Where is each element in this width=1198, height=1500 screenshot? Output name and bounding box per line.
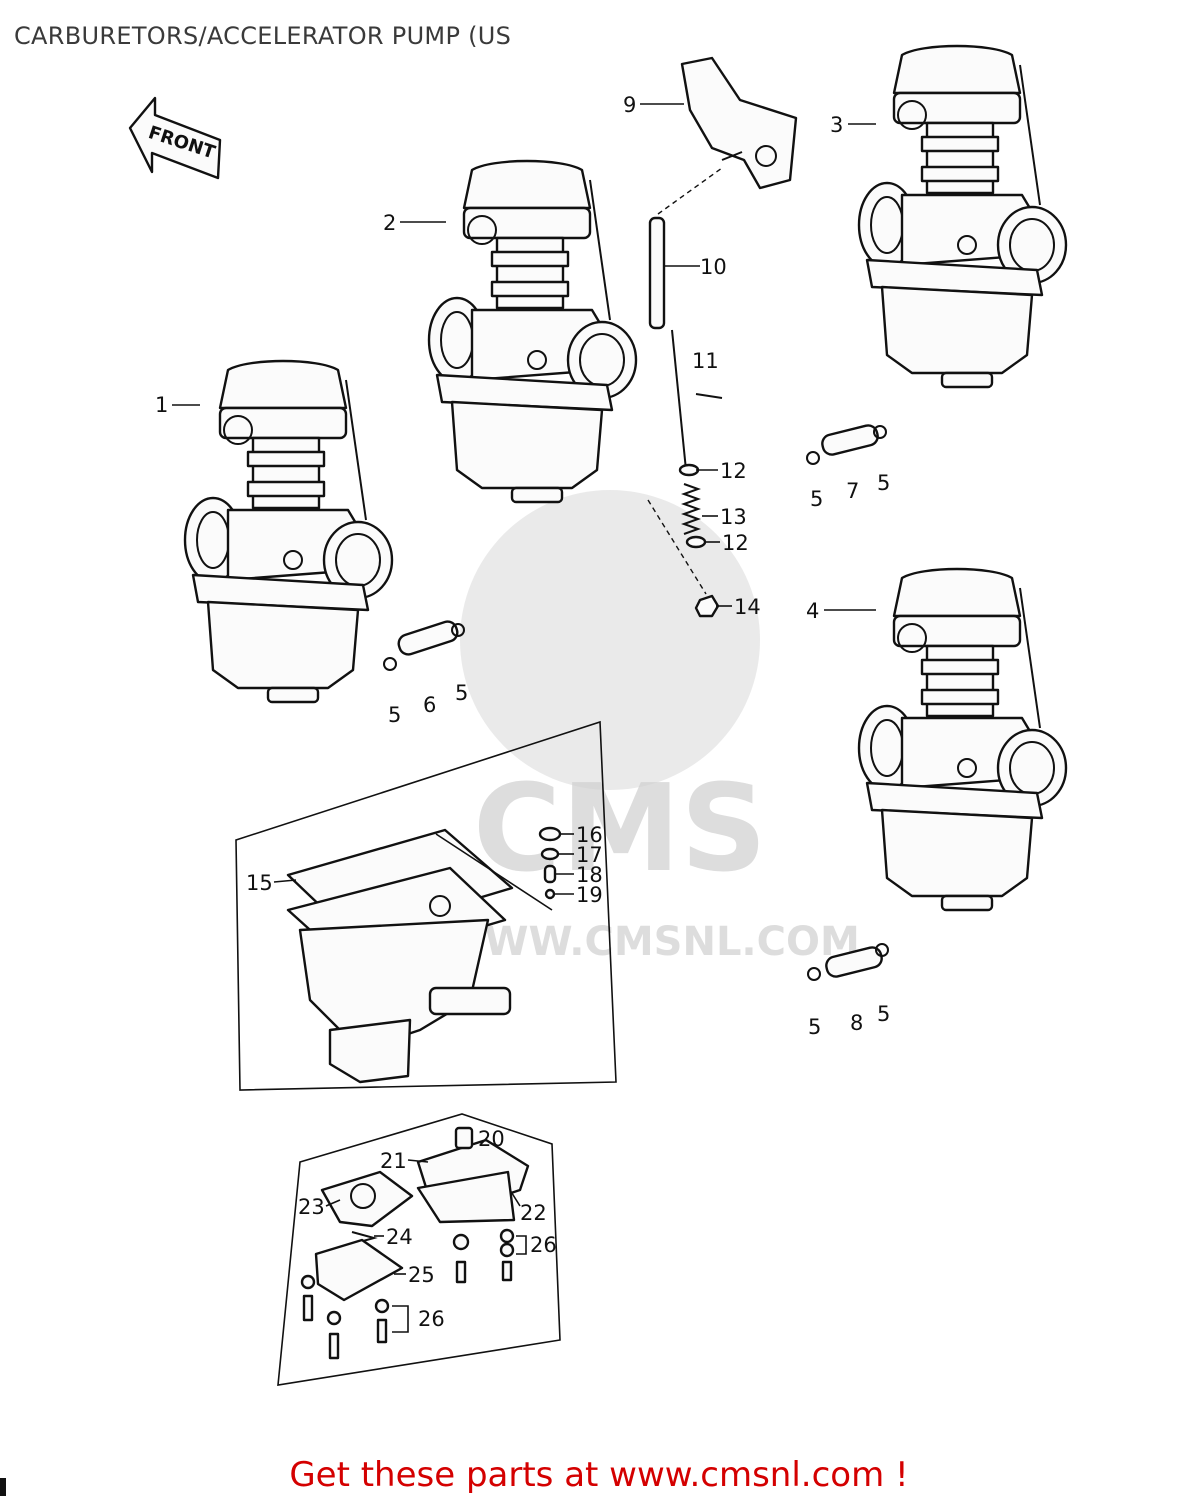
pump-rod-10 — [648, 167, 723, 471]
callout-4: 4 — [806, 599, 819, 623]
watermark-logo: CMS — [473, 760, 767, 899]
carburetor-1 — [183, 359, 394, 704]
nut-14 — [647, 499, 720, 618]
leader-lines — [172, 103, 876, 1333]
callout-16: 16 — [576, 823, 603, 847]
callout-5-c: 5 — [810, 487, 823, 511]
callout-22: 22 — [520, 1201, 547, 1225]
callout-13: 13 — [720, 505, 747, 529]
float-bowl-detail-box — [235, 720, 617, 1091]
accelerator-pump-detail-box — [277, 1113, 561, 1386]
carburetor-4 — [857, 567, 1068, 912]
callout-25: 25 — [408, 1263, 435, 1287]
callout-26-b: 26 — [418, 1307, 445, 1331]
callout-8: 8 — [850, 1011, 863, 1035]
callout-19: 19 — [576, 883, 603, 907]
front-arrow-sign: FRONT — [128, 96, 222, 180]
callout-9: 9 — [623, 93, 636, 117]
callout-12-a: 12 — [720, 459, 747, 483]
callout-17: 17 — [576, 843, 603, 867]
pump-lever-9 — [680, 56, 798, 190]
hose-7 — [806, 424, 887, 465]
callout-24: 24 — [386, 1225, 413, 1249]
callout-21: 21 — [380, 1149, 407, 1173]
pin-11 — [695, 393, 723, 399]
callout-5-d: 5 — [877, 471, 890, 495]
callout-5-a: 5 — [388, 703, 401, 727]
callout-5-f: 5 — [877, 1002, 890, 1026]
callout-20: 20 — [478, 1127, 505, 1151]
carburetor-2 — [427, 159, 638, 504]
spring-13 — [681, 483, 701, 535]
callout-14: 14 — [734, 595, 761, 619]
callout-2: 2 — [383, 211, 396, 235]
callout-18: 18 — [576, 863, 603, 887]
carburetor-3 — [857, 44, 1068, 389]
watermark-url: WWW.CMSNL.COM — [440, 919, 860, 965]
hose-6 — [383, 620, 465, 671]
callout-15: 15 — [246, 871, 273, 895]
edge-mark — [0, 1478, 6, 1496]
diagram-title: CARBURETORS/ACCELERATOR PUMP (US — [14, 22, 512, 50]
callout-6: 6 — [423, 693, 436, 717]
callout-10: 10 — [700, 255, 727, 279]
callouts: 1 2 3 4 5 5 5 5 5 5 6 7 8 9 10 11 12 12 … — [155, 93, 890, 1331]
callout-11: 11 — [692, 349, 719, 373]
callout-23: 23 — [298, 1195, 325, 1219]
promo-link-text[interactable]: Get these parts at www.cmsnl.com ! — [289, 1455, 909, 1495]
callout-5-e: 5 — [808, 1015, 821, 1039]
watermark: CMS WWW.CMSNL.COM — [440, 490, 860, 965]
callout-5-b: 5 — [455, 681, 468, 705]
callout-3: 3 — [830, 113, 843, 137]
callout-1: 1 — [155, 393, 168, 417]
float-valve-parts-16-19 — [538, 826, 562, 900]
callout-7: 7 — [846, 479, 859, 503]
callout-12-b: 12 — [722, 531, 749, 555]
callout-26-a: 26 — [530, 1233, 557, 1257]
hose-8 — [807, 943, 889, 981]
